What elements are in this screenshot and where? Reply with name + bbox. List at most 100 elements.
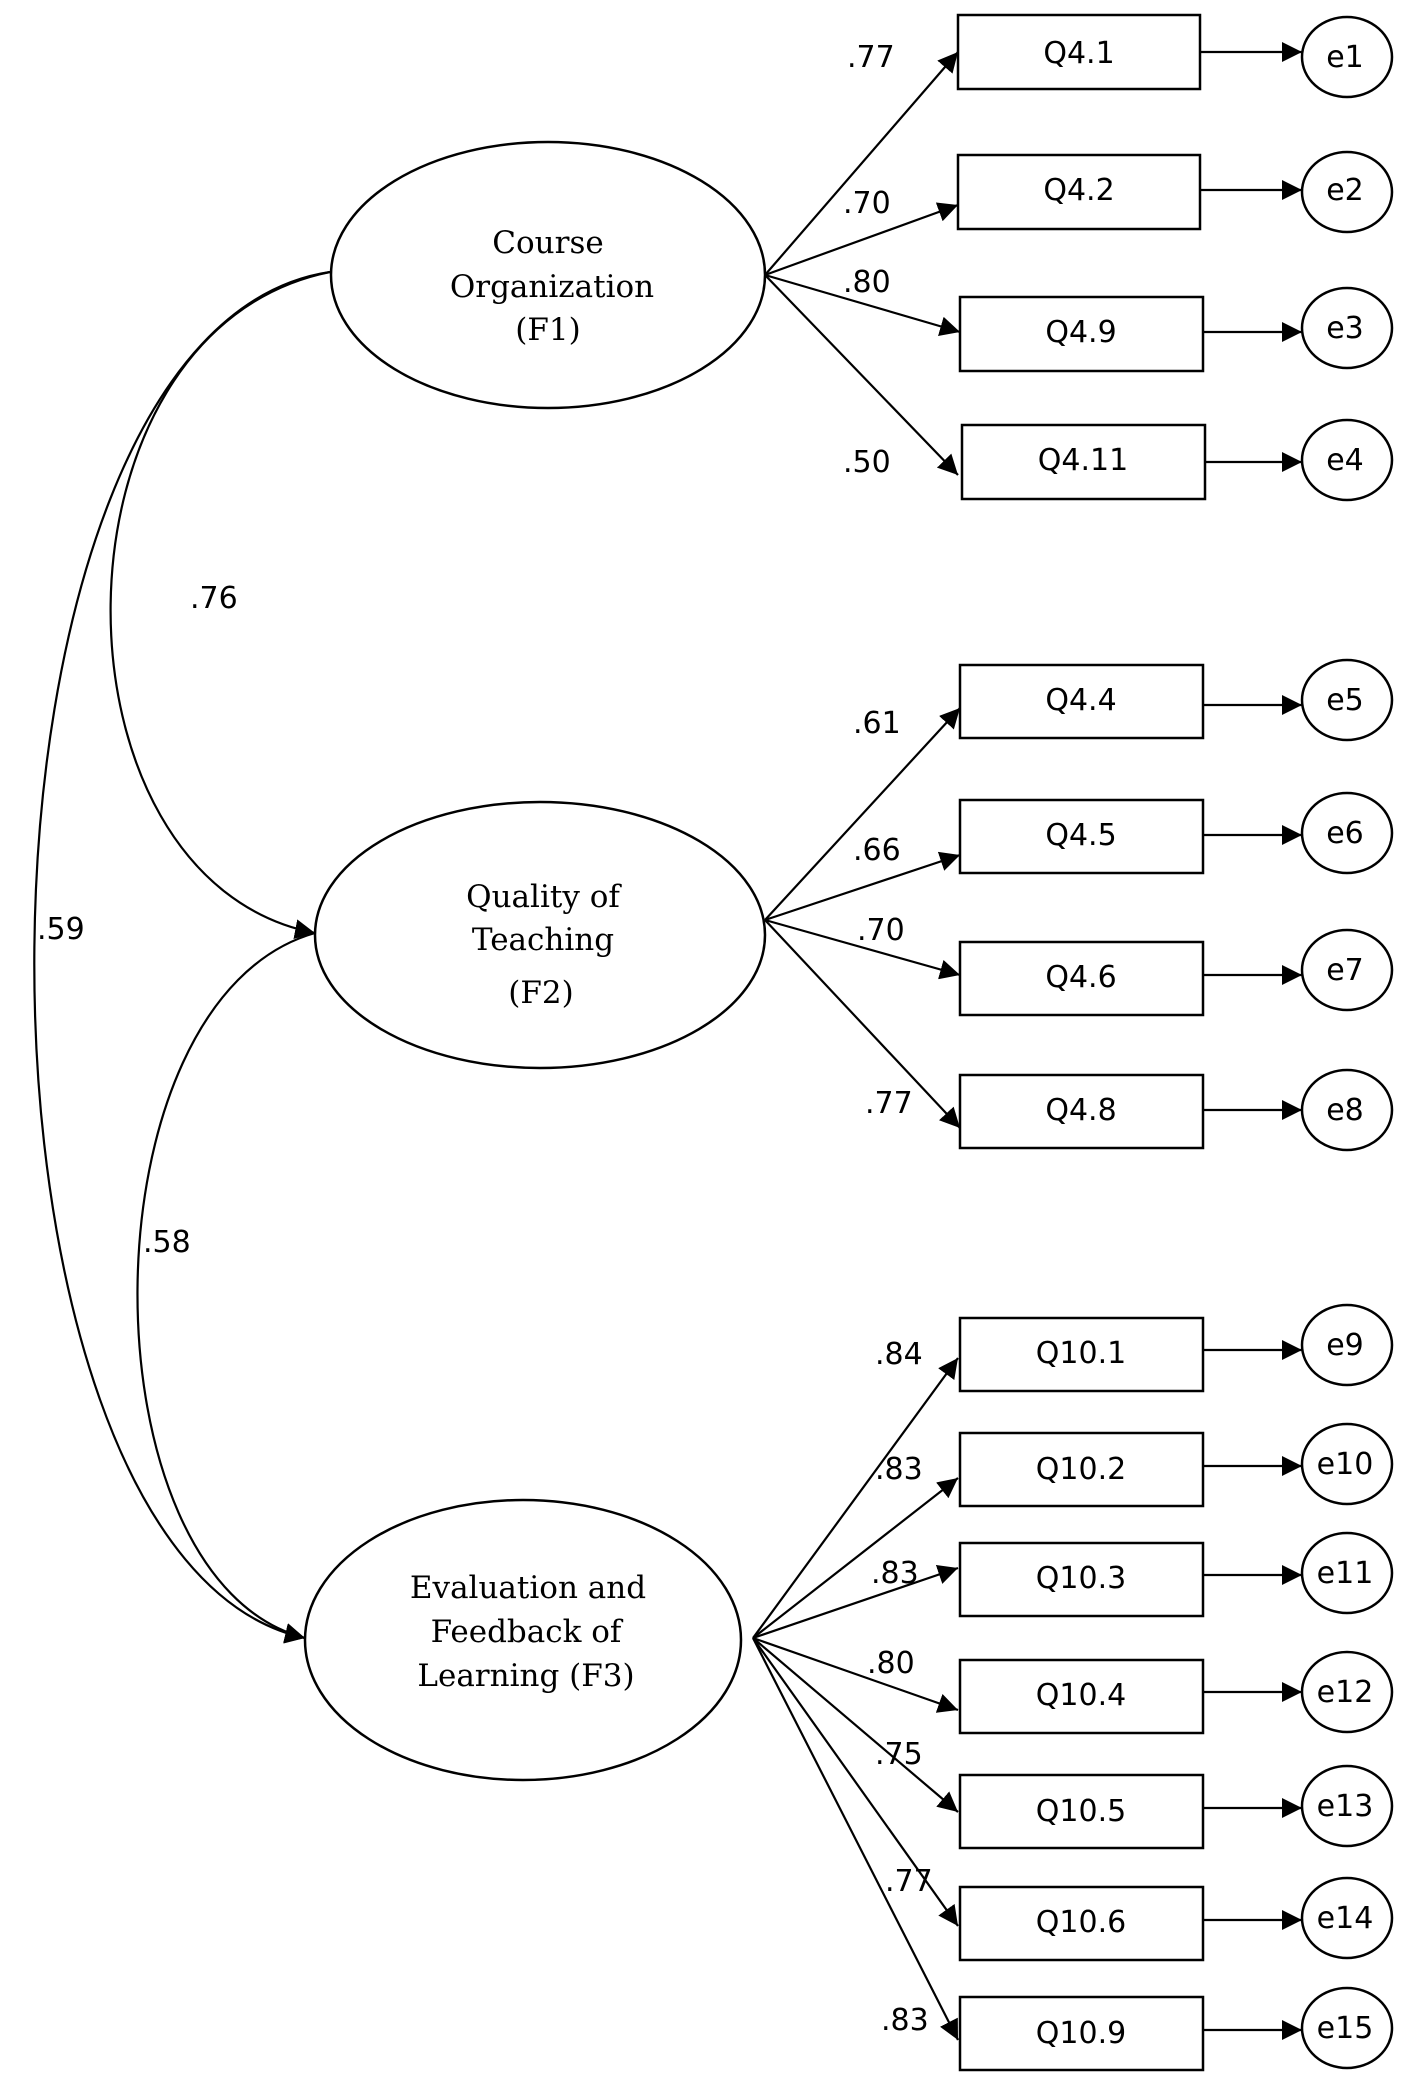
indicator-label: Q10.3: [1036, 1561, 1126, 1596]
loading-label: .84: [875, 1337, 923, 1372]
loading-label: .80: [843, 265, 891, 300]
error-label: e10: [1317, 1447, 1374, 1482]
error-label: e5: [1326, 683, 1364, 718]
error-label: e13: [1317, 1789, 1374, 1824]
error-label: e2: [1326, 173, 1364, 208]
error-e15: e15: [1300, 1986, 1394, 2070]
error-e9: e9: [1300, 1303, 1394, 1387]
loading-label: .77: [885, 1864, 933, 1899]
indicator-label: Q10.6: [1036, 1905, 1126, 1940]
indicator-label: Q10.1: [1036, 1336, 1126, 1371]
indicator-label: Q4.1: [1043, 36, 1114, 71]
factor-label-line: (F1): [515, 312, 580, 348]
indicator-q4-5: Q4.5: [958, 798, 1205, 875]
indicator-label: Q4.5: [1045, 818, 1116, 853]
loading-arrow: [752, 1477, 959, 1639]
correlation-curve-f1-f2: [109, 258, 352, 939]
factor-label-line: Course: [492, 225, 603, 261]
error-label: e9: [1326, 1328, 1364, 1363]
correlation-label-f1-f3: .59: [37, 912, 85, 947]
loading-arrow: [764, 919, 961, 1129]
factor-label-line: Quality of: [466, 879, 622, 915]
loading-arrow: [752, 1357, 959, 1639]
loading-label: .83: [875, 1452, 923, 1487]
error-e8: e8: [1300, 1068, 1394, 1152]
loading-label: .77: [865, 1086, 913, 1121]
factor-ellipse: [303, 1498, 743, 1782]
factor-label-line: (F2): [508, 975, 573, 1011]
indicator-q4-11: Q4.11: [960, 423, 1207, 501]
indicator-label: Q10.5: [1036, 1794, 1126, 1829]
indicator-q10-6: Q10.6: [958, 1885, 1205, 1962]
indicator-label: Q4.9: [1045, 315, 1116, 350]
loading-arrow: [752, 1636, 959, 1713]
loading-label: .83: [881, 2003, 929, 2038]
indicator-q10-4: Q10.4: [958, 1658, 1205, 1735]
loading-arrow: [752, 1637, 959, 1927]
indicator-label: Q10.4: [1036, 1678, 1126, 1713]
factor-ellipse: [329, 140, 767, 410]
error-label: e3: [1326, 311, 1364, 346]
indicator-q4-1: Q4.1: [956, 13, 1202, 91]
loading-label: .50: [843, 445, 891, 480]
loading-arrow: [752, 1564, 959, 1640]
error-e12: e12: [1300, 1650, 1394, 1734]
factor-f3: Evaluation and Feedback of Learning (F3): [303, 1498, 743, 1782]
indicator-q4-2: Q4.2: [956, 153, 1202, 231]
indicator-q4-4: Q4.4: [958, 663, 1205, 740]
loading-label: .61: [853, 706, 901, 741]
loading-arrow: [764, 273, 961, 336]
factor-label-line: Learning (F3): [417, 1658, 634, 1694]
error-label: e15: [1317, 2011, 1374, 2046]
error-label: e6: [1326, 816, 1364, 851]
indicator-label: Q4.2: [1043, 173, 1114, 208]
loading-arrow: [764, 51, 959, 276]
indicator-boxes: Q4.1 Q4.2 Q4.9 Q4.11 Q4.4 Q4.5 Q4.6 Q4.8…: [956, 13, 1207, 2072]
indicator-q10-3: Q10.3: [958, 1541, 1205, 1618]
indicator-q10-9: Q10.9: [958, 1995, 1205, 2072]
indicator-label: Q10.9: [1036, 2016, 1126, 2051]
loading-label: .70: [857, 913, 905, 948]
loading-label: .66: [853, 833, 901, 868]
indicator-q10-2: Q10.2: [958, 1431, 1205, 1508]
error-e13: e13: [1300, 1764, 1394, 1848]
error-e3: e3: [1300, 286, 1394, 370]
error-e14: e14: [1300, 1876, 1394, 1960]
error-e10: e10: [1300, 1422, 1394, 1506]
error-label: e8: [1326, 1093, 1364, 1128]
factor-label-line: Teaching: [472, 922, 614, 958]
factor-f2: Quality of Teaching (F2): [313, 800, 767, 1070]
correlation-label-f1-f2: .76: [190, 581, 238, 616]
indicator-q10-1: Q10.1: [958, 1316, 1205, 1393]
loading-label: .77: [847, 40, 895, 75]
loading-label: .80: [867, 1646, 915, 1681]
indicator-label: Q4.6: [1045, 960, 1116, 995]
factor-label-line: Organization: [450, 269, 654, 305]
indicator-q10-5: Q10.5: [958, 1773, 1205, 1850]
loading-arrow: [764, 851, 961, 922]
error-label: e14: [1317, 1901, 1374, 1936]
loading-arrow: [764, 202, 959, 277]
error-e5: e5: [1300, 658, 1394, 742]
factor-label-line: Feedback of: [431, 1614, 624, 1650]
error-label: e11: [1317, 1556, 1374, 1591]
factor-f1: Course Organization (F1): [329, 140, 767, 410]
correlation-label-f2-f3: .58: [143, 1225, 191, 1260]
loading-arrow: [764, 274, 959, 476]
loading-label: .70: [843, 186, 891, 221]
loading-arrow: [764, 918, 961, 980]
loading-arrow: [752, 1637, 959, 2041]
indicator-label: Q4.11: [1038, 443, 1128, 478]
indicator-label: Q10.2: [1036, 1452, 1126, 1487]
indicator-label: Q4.4: [1045, 683, 1116, 718]
error-e4: e4: [1300, 418, 1394, 502]
error-e2: e2: [1300, 150, 1394, 234]
indicator-q4-6: Q4.6: [958, 940, 1205, 1017]
error-label: e1: [1326, 40, 1364, 75]
error-e1: e1: [1300, 15, 1394, 99]
correlation-curves: [33, 258, 352, 1644]
error-label: e4: [1326, 443, 1364, 478]
loading-labels: .77 .70 .80 .50 .61 .66 .70 .77 .84 .83 …: [843, 40, 933, 2038]
indicator-q4-9: Q4.9: [958, 295, 1205, 373]
loading-label: .83: [871, 1556, 919, 1591]
